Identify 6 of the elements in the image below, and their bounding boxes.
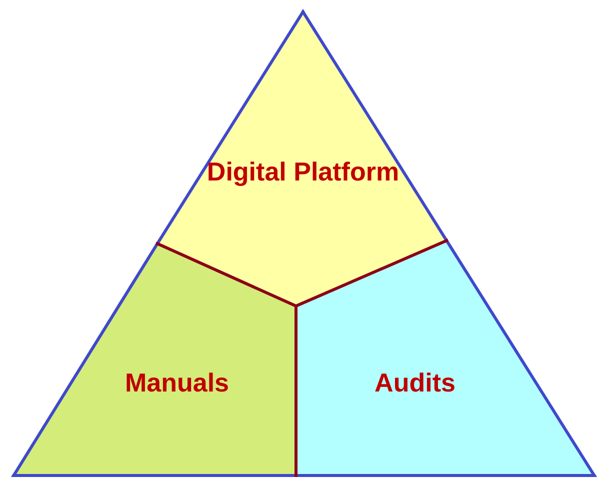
section-label: Audits (374, 368, 456, 398)
triangle-section (156, 9, 448, 306)
triangle-section (11, 243, 296, 477)
triangle-section (296, 240, 597, 477)
section-label: Manuals (124, 368, 230, 398)
section-label: Digital Platform (206, 158, 400, 186)
